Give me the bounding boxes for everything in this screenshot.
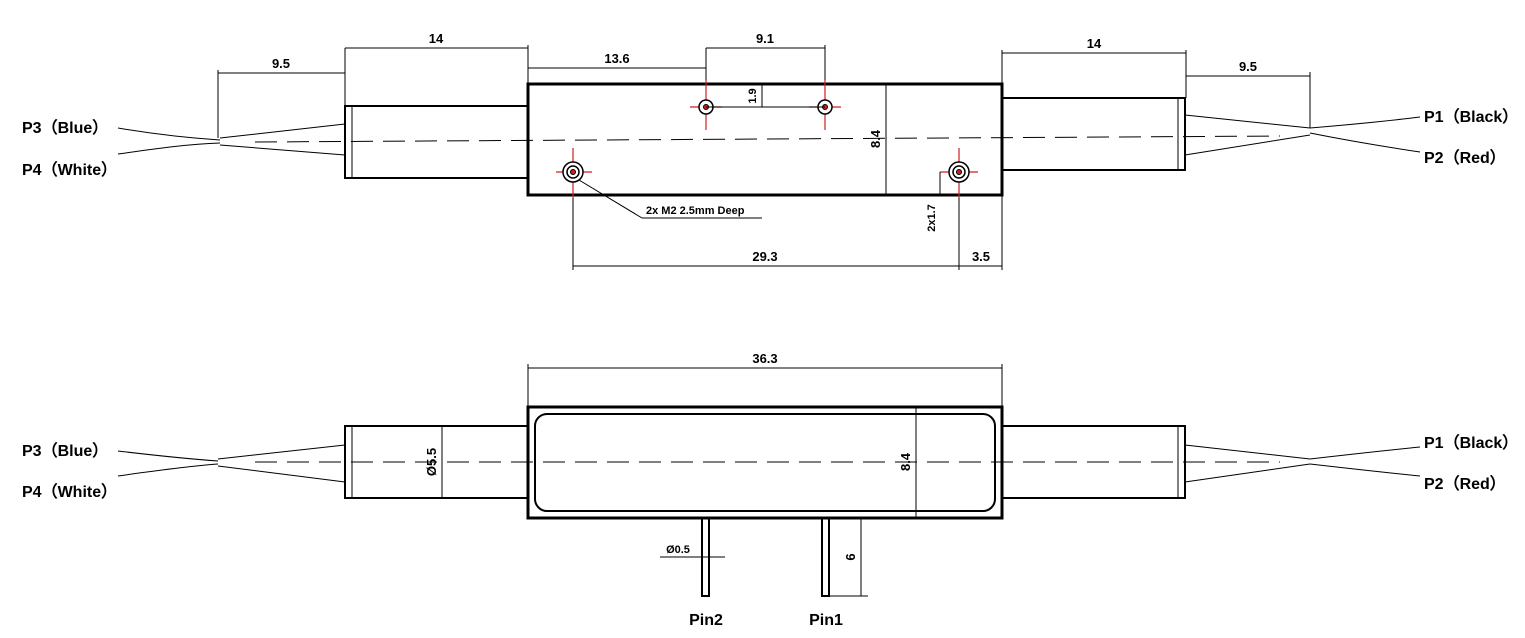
- side-left-fibers: [117, 444, 346, 483]
- dim-hole-height: 1.9: [747, 84, 763, 107]
- dim-body-length: 36.3: [527, 351, 1003, 407]
- dim-hole-offset-label: 13.6: [604, 51, 629, 66]
- side-port-p2-label: P2（Red）: [1424, 475, 1506, 493]
- dim-right-fiber-label: 9.5: [1239, 59, 1257, 74]
- dim-pin-length: 6: [829, 517, 868, 597]
- dim-mount-hole-edge-label: 3.5: [972, 249, 990, 264]
- dim-left-tube: 14: [345, 31, 529, 84]
- top-right-fibers: [1184, 114, 1421, 156]
- hole-note-label: 2x M2 2.5mm Deep: [646, 205, 745, 217]
- dim-side-body-height: 8.4: [898, 407, 917, 518]
- dim-hole-spacing-label: 9.1: [756, 31, 774, 46]
- top-port-p1-label: P1（Black）: [1424, 108, 1518, 126]
- dim-tube-diameter-label: Ø5.5: [424, 448, 439, 476]
- dim-hole-spacing: 9.1: [705, 31, 826, 80]
- dim-mount-holes: 29.3 3.5: [572, 195, 1003, 270]
- top-mount-holes: [556, 148, 978, 198]
- dim-mount-hole-offset: 2x1.7: [926, 172, 941, 232]
- dim-tube-diameter: Ø5.5: [424, 426, 443, 498]
- side-port-p4-label: P4（White）: [22, 483, 117, 501]
- top-holes: [690, 80, 841, 130]
- pin1-label: Pin1: [809, 612, 843, 629]
- top-right-tube: [1001, 97, 1186, 171]
- dim-hole-height-label: 1.9: [747, 88, 759, 103]
- dim-body-height-label: 8.4: [868, 129, 883, 148]
- dim-right-tube: 14: [1001, 36, 1187, 98]
- dim-pin-diameter: Ø0.5: [660, 544, 725, 558]
- dim-pin-length-label: 6: [843, 553, 858, 560]
- dim-left-fiber-label: 9.5: [272, 56, 290, 71]
- side-view: 36.3 Ø5.5 8.4 Ø0.5 6 Pin2 Pin1 P3（Blue） …: [22, 351, 1518, 629]
- dim-mount-hole-offset-label: 2x1.7: [926, 204, 938, 232]
- top-port-p2-label: P2（Red）: [1424, 149, 1506, 167]
- dim-pin-diameter-label: Ø0.5: [666, 544, 690, 556]
- top-left-tube: [344, 105, 529, 179]
- top-left-fibers: [117, 123, 346, 156]
- top-port-p4-label: P4（White）: [22, 161, 117, 179]
- hole-note: 2x M2 2.5mm Deep: [578, 179, 762, 219]
- side-port-p1-label: P1（Black）: [1424, 434, 1518, 452]
- side-port-p3-label: P3（Blue）: [22, 442, 108, 460]
- side-right-fibers: [1184, 444, 1421, 483]
- dim-right-tube-label: 14: [1087, 36, 1102, 51]
- top-port-p3-label: P3（Blue）: [22, 119, 108, 137]
- dim-hole-offset: 13.6: [528, 51, 707, 80]
- dim-left-tube-label: 14: [429, 31, 444, 46]
- top-view: 9.5 14 13.6 9.1 1.9 8.4: [22, 31, 1518, 270]
- side-body-label-area: [534, 413, 996, 512]
- dim-body-length-label: 36.3: [752, 351, 777, 366]
- dim-right-fiber: 9.5: [1186, 59, 1311, 128]
- top-centerline: [254, 135, 1281, 143]
- dim-mount-hole-spacing-label: 29.3: [752, 249, 777, 264]
- dim-side-body-height-label: 8.4: [898, 452, 913, 471]
- pin2-label: Pin2: [689, 612, 723, 629]
- pin1: [821, 517, 830, 597]
- dim-left-fiber: 9.5: [217, 48, 346, 138]
- dim-body-height: 8.4: [868, 84, 887, 195]
- top-body: [526, 82, 1004, 197]
